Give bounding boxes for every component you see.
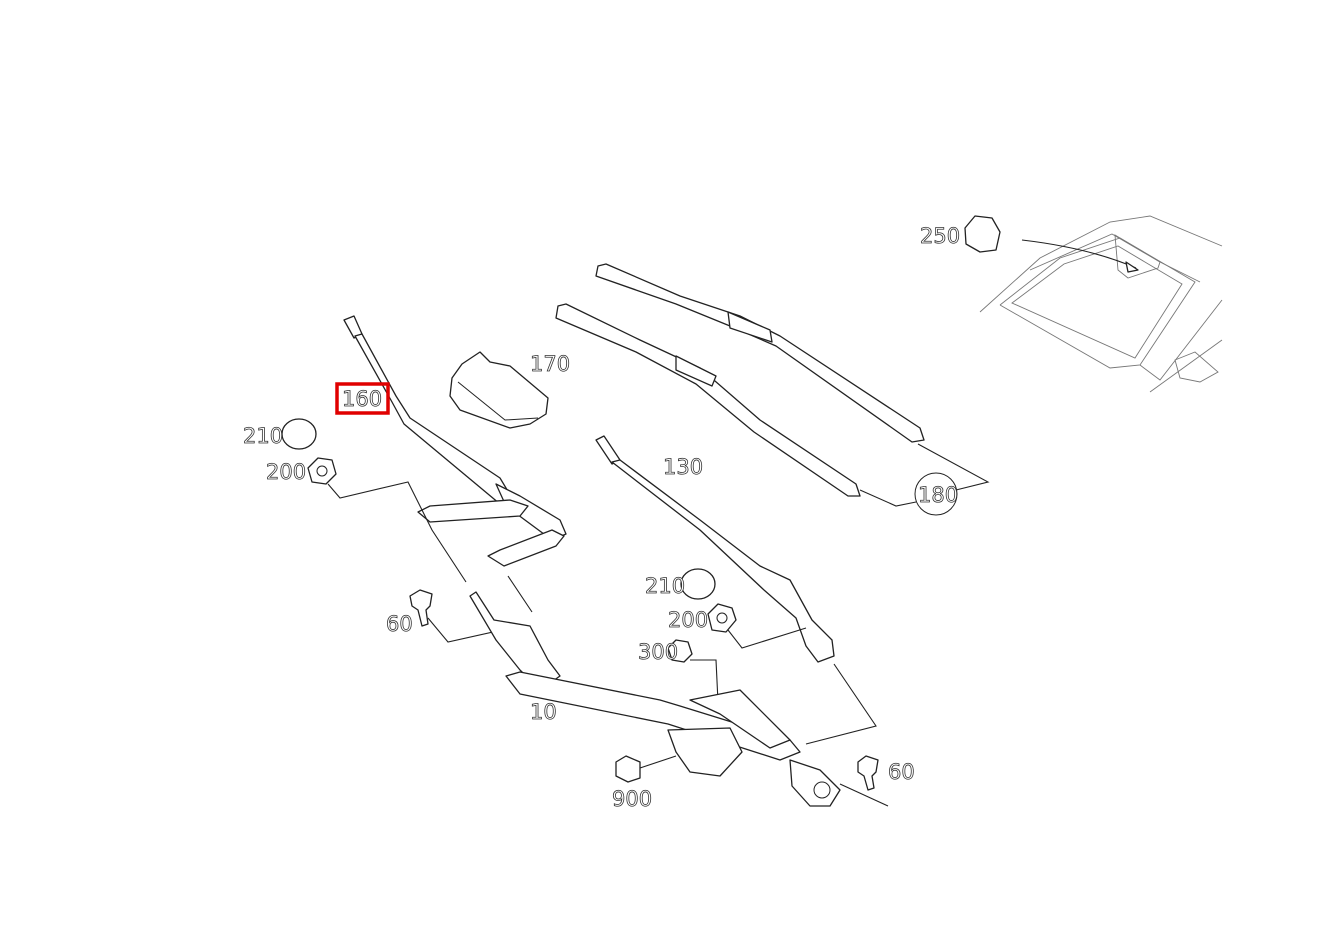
callout-180[interactable]: 180: [918, 483, 959, 508]
wiper-arm-160-part[interactable]: [343, 315, 567, 541]
callout-60b[interactable]: 60: [888, 760, 916, 785]
highlight-box-160: [335, 382, 390, 415]
connector-900-part[interactable]: [615, 755, 641, 783]
car-windshield-illustration: [979, 215, 1223, 393]
callout-250[interactable]: 250: [920, 224, 961, 249]
cover-part[interactable]: [449, 351, 549, 429]
nut-200-part[interactable]: [307, 457, 337, 485]
nut-300-part[interactable]: [667, 639, 693, 663]
callout-210[interactable]: 210: [243, 424, 284, 449]
callout-300[interactable]: 300: [638, 640, 679, 665]
callout-200b[interactable]: 200: [668, 608, 709, 633]
callout-10[interactable]: 10: [530, 700, 558, 725]
crank-link-part[interactable]: [417, 499, 529, 523]
wiper-blade-lower-part[interactable]: [555, 303, 861, 497]
nut-200b-part[interactable]: [707, 603, 737, 633]
bolt-60a-part[interactable]: [409, 589, 433, 627]
wiper-arm-130-part[interactable]: [595, 435, 835, 663]
callout-900[interactable]: 900: [612, 787, 653, 812]
rain-sensor-part[interactable]: [964, 215, 1001, 253]
callout-200[interactable]: 200: [266, 460, 307, 485]
callout-160[interactable]: 160: [342, 387, 383, 412]
cap-210-part[interactable]: [281, 418, 317, 450]
callout-170[interactable]: 170: [530, 352, 571, 377]
callout-130[interactable]: 130: [663, 455, 704, 480]
bolt-60b-part[interactable]: [857, 755, 879, 791]
callout-60a[interactable]: 60: [386, 612, 414, 637]
crank-lever-part[interactable]: [487, 529, 565, 567]
cap-210b-part[interactable]: [680, 568, 716, 600]
wiper-linkage-10-part[interactable]: [469, 591, 841, 807]
callout-210b[interactable]: 210: [645, 574, 686, 599]
callout-circle-180: [914, 472, 958, 516]
wiper-blade-upper-part[interactable]: [595, 263, 925, 443]
